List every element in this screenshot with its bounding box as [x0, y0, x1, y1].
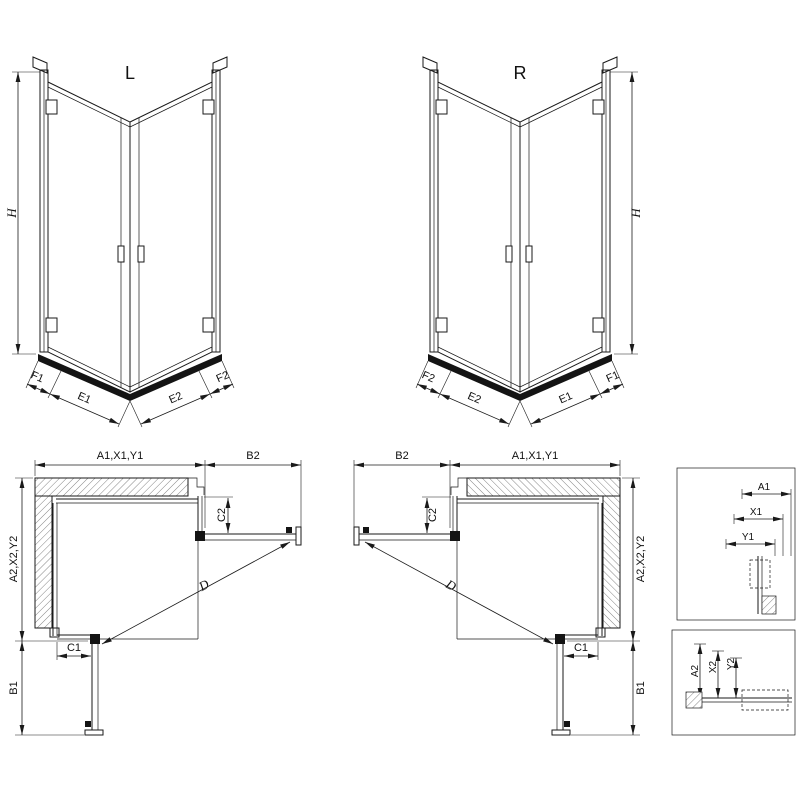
dim-label-x2: X2 [708, 660, 719, 673]
wall-hatch [685, 691, 703, 709]
dim-label-e1: E1 [557, 390, 574, 406]
dim-label-c2: C2 [216, 508, 228, 522]
dim-label-width: A1,X1,Y1 [512, 450, 558, 462]
perspective-right-labels: R H F2 E2 E1 F1 [420, 63, 643, 406]
perspective-left-labels: L H F1 E1 E2 F2 [4, 63, 231, 406]
dim-label-b2: B2 [395, 450, 408, 462]
variant-label: L [125, 63, 135, 83]
dim-label-f2: F2 [420, 369, 437, 385]
dim-label-b1: B1 [635, 681, 647, 694]
adjustment-range-dashed [741, 689, 789, 711]
dim-label-width: A1,X1,Y1 [97, 450, 143, 462]
detail-profile-top: A1 X1 Y1 [676, 467, 796, 621]
dim-label-y2: Y2 [726, 657, 737, 670]
dim-label-f2: F2 [215, 369, 232, 385]
detail-box-border [676, 467, 796, 621]
dim-label-b2: B2 [246, 450, 259, 462]
dim-label-c1: C1 [67, 642, 81, 654]
variant-label: R [514, 63, 527, 83]
adjustment-range-dashed [749, 559, 771, 589]
dim-label-c1: C1 [574, 642, 588, 654]
perspective-right-geometry [416, 57, 638, 427]
plan-right-geometry [354, 460, 640, 735]
dim-label-b1: B1 [8, 681, 20, 694]
dim-label-e1: E1 [76, 390, 93, 406]
dim-label-e2: E2 [167, 390, 184, 406]
dim-label-h: H [628, 208, 643, 219]
dim-label-depth: A2,X2,Y2 [635, 536, 647, 582]
dim-label-x1: X1 [750, 507, 763, 518]
detail-box-border [671, 629, 796, 736]
dim-label-e2: E2 [466, 390, 483, 406]
dim-label-f1: F1 [29, 369, 46, 385]
dim-label-c2: C2 [427, 508, 439, 522]
plan-left-labels: A1,X1,Y1 B2 C2 A2,X2,Y2 B1 C1 D [8, 450, 260, 695]
detail-profile-bottom: A2 X2 Y2 [671, 629, 796, 736]
dim-label-a2: A2 [690, 664, 701, 677]
dim-label-h: H [4, 208, 19, 219]
plan-left-geometry [15, 460, 301, 735]
dim-label-a1: A1 [758, 482, 771, 493]
perspective-left-geometry [12, 57, 234, 427]
dim-label-f1: F1 [605, 369, 622, 385]
dim-label-depth: A2,X2,Y2 [8, 536, 20, 582]
dim-label-y1: Y1 [742, 532, 755, 543]
wall-hatch [761, 595, 777, 615]
